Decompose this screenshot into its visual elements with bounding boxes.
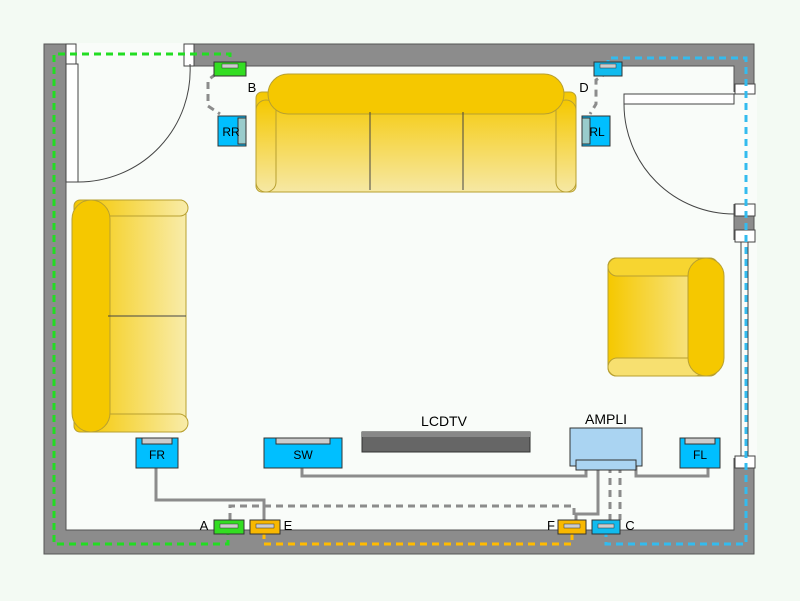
cable-fr xyxy=(154,468,266,520)
lcd-tv: LCDTV xyxy=(361,413,531,453)
speaker-rr-label: RR xyxy=(222,125,240,139)
connector-a-label: A xyxy=(200,518,209,533)
speaker-fr-label: FR xyxy=(149,448,165,462)
speaker-sw: SW xyxy=(263,437,343,469)
tv-label: LCDTV xyxy=(421,413,468,429)
connector-c-label: C xyxy=(625,518,634,533)
connector-a: A xyxy=(200,518,245,535)
speaker-fr: FR xyxy=(135,437,179,469)
door-top-left xyxy=(65,63,191,183)
speaker-rl: RL xyxy=(581,115,611,147)
cable-rear-left xyxy=(588,70,609,115)
cable-fl xyxy=(634,466,710,478)
cable-orange xyxy=(262,532,574,546)
cable-rear-right xyxy=(206,72,221,116)
connector-b-label: B xyxy=(248,80,257,95)
cable-e-to-f xyxy=(228,504,576,520)
amp-label: AMPLI xyxy=(585,411,627,427)
speaker-rl-label: RL xyxy=(589,125,605,139)
connector-b: B xyxy=(213,61,257,95)
connector-e-label: E xyxy=(284,518,293,533)
sofa-top xyxy=(255,73,577,193)
door-opening-right xyxy=(733,92,757,204)
cable-amp-to-f xyxy=(574,466,600,520)
armchair xyxy=(607,257,725,377)
speaker-fl: FL xyxy=(679,437,721,469)
cable-green xyxy=(52,52,232,546)
window-right xyxy=(740,242,749,456)
door-right xyxy=(623,93,735,215)
cable-blue xyxy=(604,56,748,546)
speaker-rr: RR xyxy=(217,115,247,147)
connector-c: C xyxy=(591,518,635,535)
connector-f: F xyxy=(547,518,587,535)
connector-d: D xyxy=(579,61,623,95)
cable-sw xyxy=(300,466,588,478)
connector-e: E xyxy=(249,518,293,535)
speaker-sw-label: SW xyxy=(293,448,313,462)
amplifier: AMPLI xyxy=(569,411,643,471)
connector-f-label: F xyxy=(547,518,555,533)
sofa-left xyxy=(71,199,189,433)
connector-d-label: D xyxy=(579,80,588,95)
speaker-fl-label: FL xyxy=(693,448,707,462)
